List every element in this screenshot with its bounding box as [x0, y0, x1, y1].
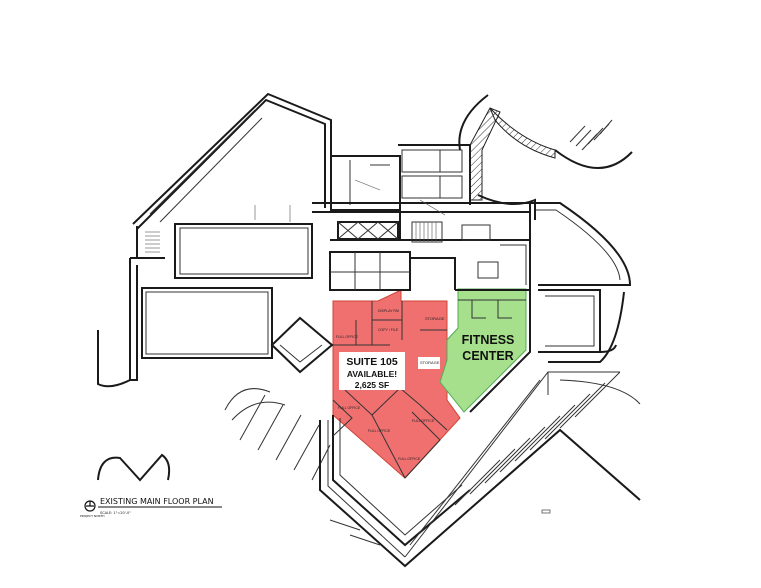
room-office-3: FULL OFFICE [368, 429, 391, 433]
loading-dock [398, 144, 471, 205]
building-walls [97, 92, 641, 568]
room-labels: STORAGE STORAGE FULL OFFICE FULL OFFICE … [336, 309, 445, 461]
suite-area: 2,625 SF [355, 380, 390, 390]
plan-title-block: EXISTING MAIN FLOOR PLAN SCALE: 1"=20'-0… [80, 497, 222, 518]
fitness-label-line2: CENTER [462, 349, 513, 363]
room-copy: COPY / FILE [378, 328, 399, 332]
suite-status: AVAILABLE! [347, 369, 397, 379]
suite-name: SUITE 105 [346, 356, 398, 368]
fitness-center-label: FITNESS CENTER [462, 333, 515, 363]
room-office-2: FULL OFFICE [338, 406, 361, 410]
fitness-center-area [439, 288, 527, 413]
plan-title: EXISTING MAIN FLOOR PLAN [100, 497, 214, 506]
plan-scale: SCALE: 1"=20'-0" [100, 511, 131, 515]
room-display: DISPLAY RM [378, 309, 399, 313]
marker-icon [541, 509, 551, 514]
elevator-bank [337, 221, 399, 240]
north-label: PROJECT NORTH [80, 514, 104, 518]
room-office-4: FULL OFFICE [412, 419, 435, 423]
suite-105-label: SUITE 105 AVAILABLE! 2,625 SF [339, 352, 405, 390]
fitness-label-line1: FITNESS [462, 333, 515, 347]
room-storage-1: STORAGE [425, 316, 445, 321]
room-office-5: FULL OFFICE [398, 457, 421, 461]
room-office-1: FULL OFFICE [336, 335, 359, 339]
room-storage-2: STORAGE [420, 360, 440, 365]
